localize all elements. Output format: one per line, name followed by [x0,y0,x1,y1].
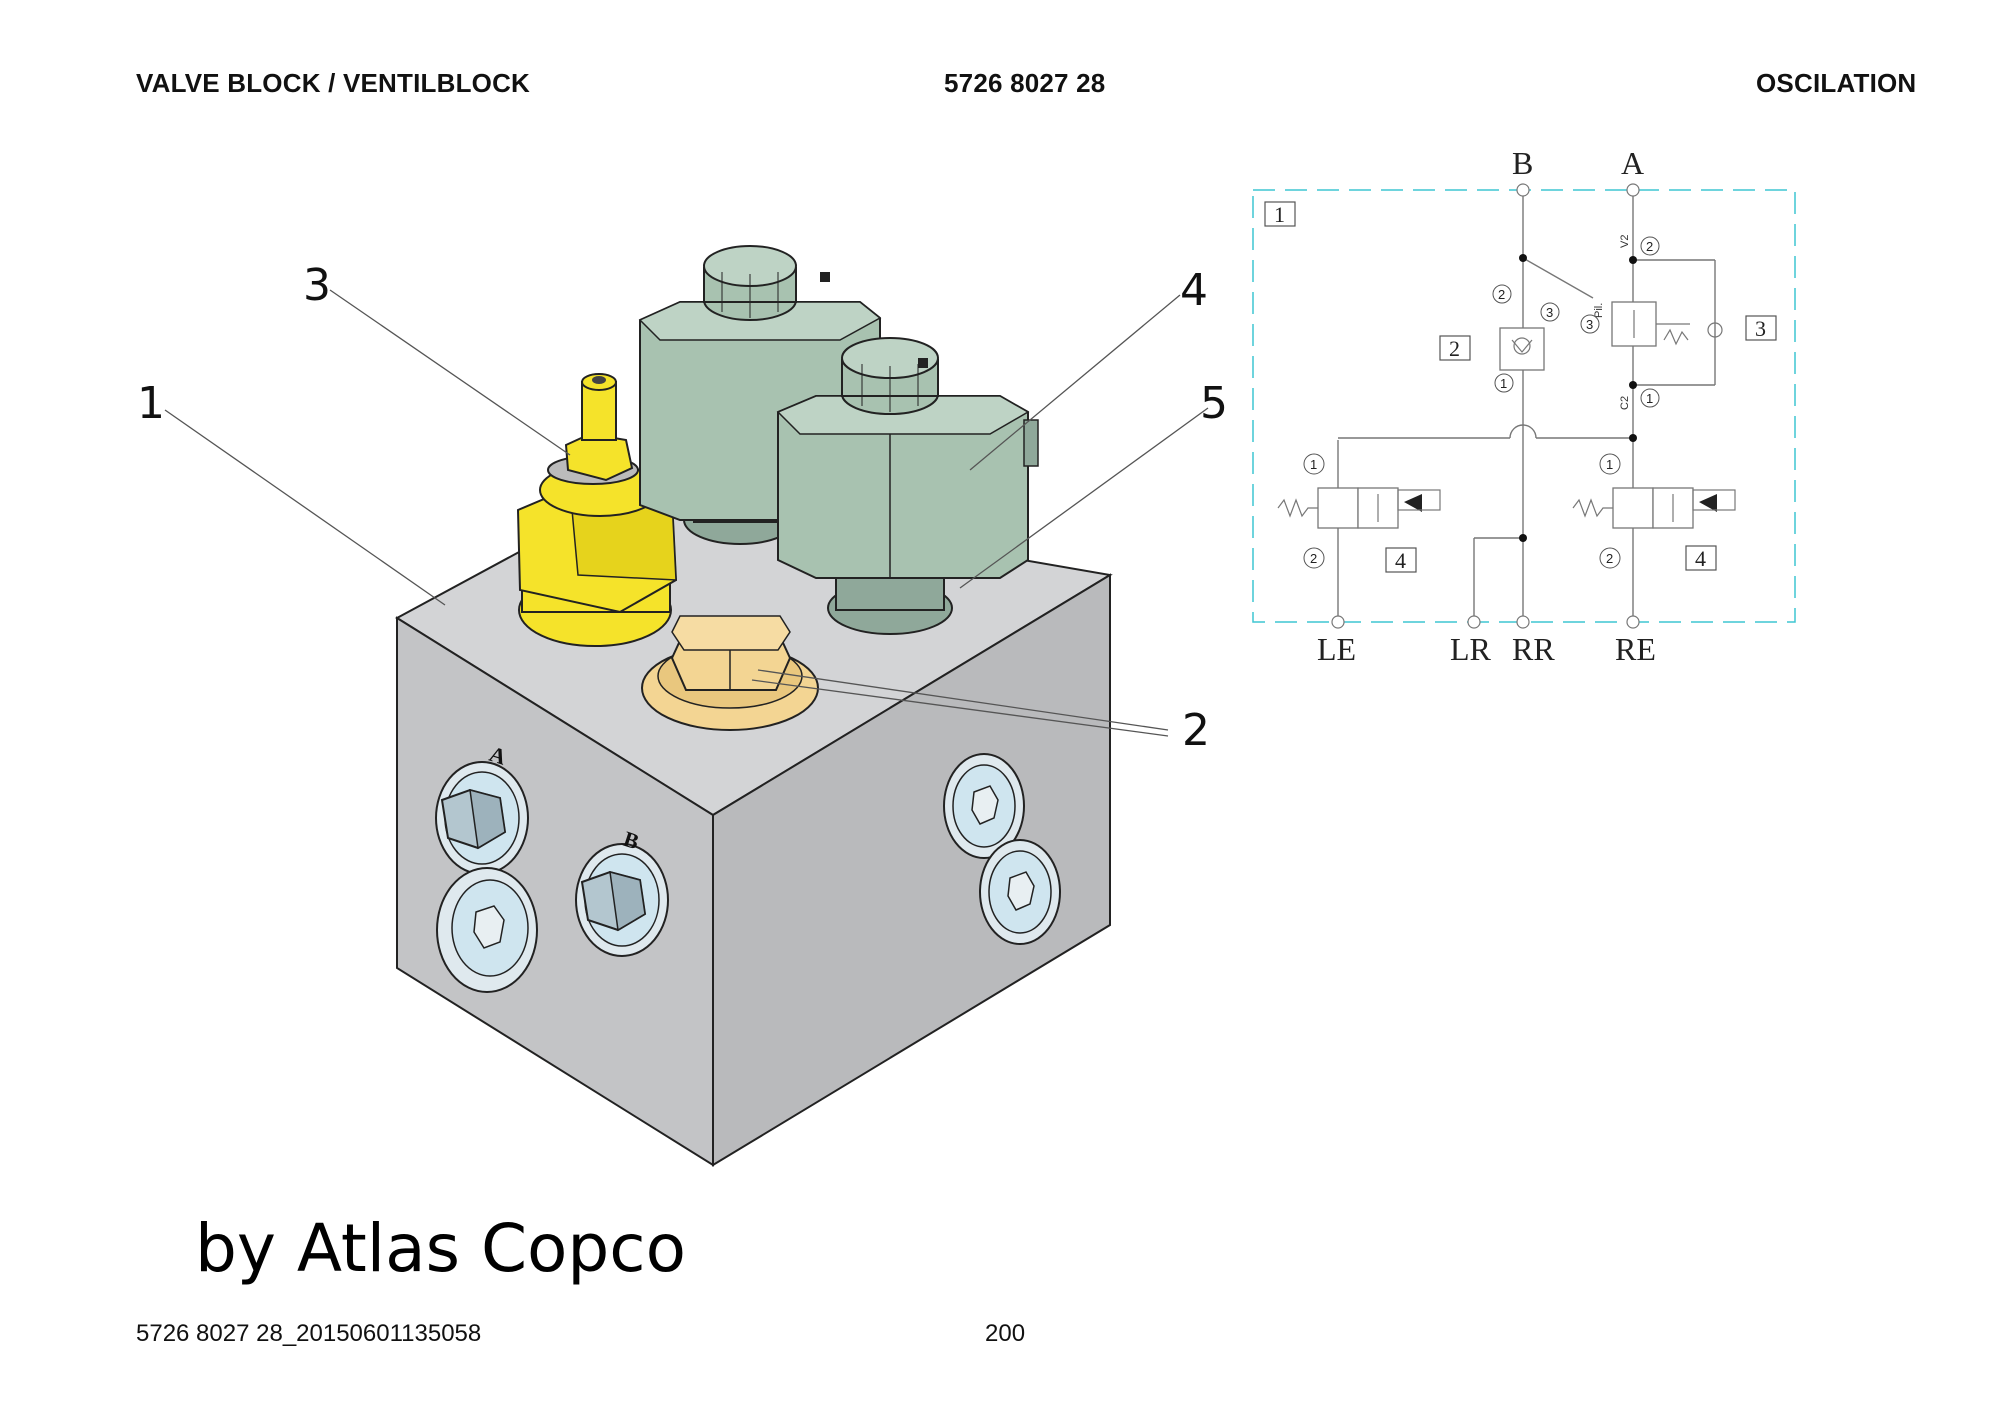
left-plug-lower [436,867,538,993]
circle-num-a1: 1 [1646,391,1653,406]
valve-block-illustration: A B [137,245,1228,1167]
circle-num-right-1: 1 [1606,457,1613,472]
port-a-marking: A [486,741,509,770]
right-plug-lower [979,839,1061,945]
component-box-1: 1 [1274,202,1285,227]
circle-num-a2: 2 [1646,239,1653,254]
callout-3: 3 [303,260,331,311]
port-label-re: RE [1615,631,1656,667]
port-label-rr: RR [1512,631,1555,667]
circle-num-b2: 2 [1498,287,1505,302]
solenoid-coil-item-4 [776,337,1039,635]
component-box-3: 3 [1755,316,1766,341]
port-a-fitting [435,761,529,875]
port-b-fitting [575,843,669,957]
relief-valve-item-3 [516,373,678,647]
page-number: 200 [985,1320,1026,1347]
solenoid-valve-left-symbol [1277,487,1441,529]
leader-lines [164,289,1209,737]
label-pil: Pil. [1593,303,1605,318]
callout-5: 5 [1200,378,1228,429]
circle-num-b3: 3 [1546,305,1553,320]
circle-num-b1: 1 [1500,376,1507,391]
right-plug-upper [943,753,1025,859]
watermark: by Atlas Copco [195,1210,686,1287]
port-label-le: LE [1317,631,1356,667]
circle-num-left-1: 1 [1310,457,1317,472]
page-title: VALVE BLOCK / VENTILBLOCK [136,68,531,98]
circle-num-left-2: 2 [1310,551,1317,566]
circle-num-a3: 3 [1586,317,1593,332]
circle-num-right-2: 2 [1606,551,1613,566]
callout-4: 4 [1180,265,1208,316]
component-box-2: 2 [1449,336,1460,361]
footer-file-id: 5726 8027 28_20150601135058 [136,1320,482,1347]
label-v2: V2 [1619,235,1631,248]
component-box-4-right: 4 [1695,546,1706,571]
solenoid-valve-right-symbol [1572,487,1736,529]
port-label-lr: LR [1450,631,1492,667]
component-box-4-left: 4 [1395,548,1406,573]
label-c2: C2 [1619,396,1631,410]
part-number: 5726 8027 28 [944,68,1106,98]
callout-2: 2 [1182,705,1210,756]
hydraulic-schematic: B A LE LR RR RE [1252,145,1796,667]
section-title: OSCILATION [1756,68,1917,98]
port-label-a: A [1621,145,1644,181]
plug-item-2 [641,615,819,731]
port-label-b: B [1512,145,1533,181]
callout-1: 1 [137,378,165,429]
